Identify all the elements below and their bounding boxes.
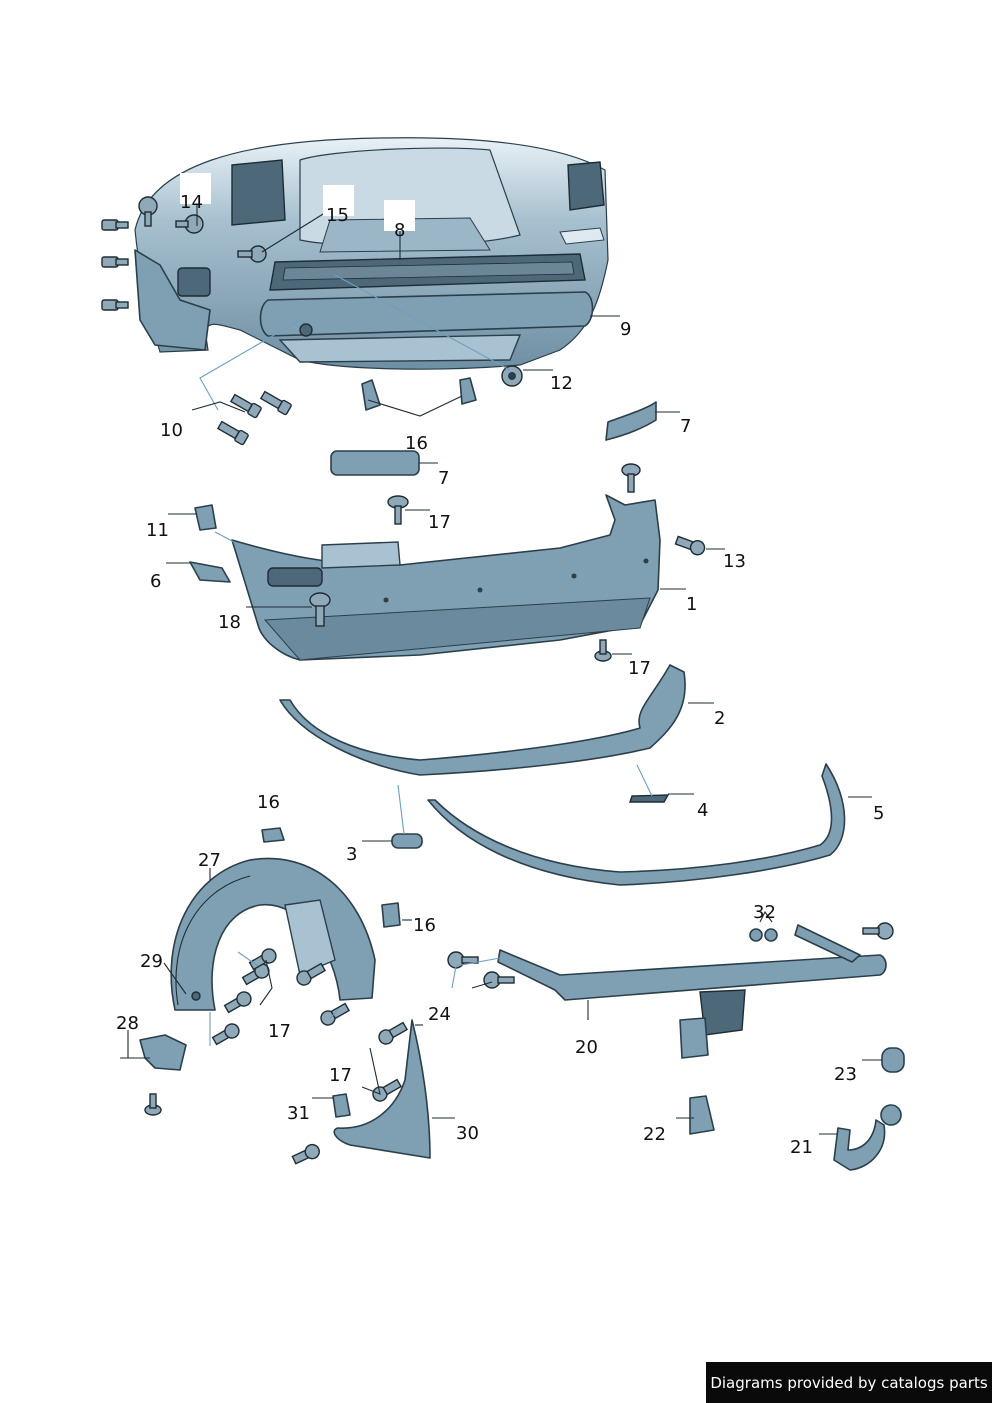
callout-31: 31 — [287, 1103, 310, 1124]
callout-28: 28 — [116, 1013, 139, 1034]
callout-3: 3 — [346, 844, 357, 865]
callout-15: 15 — [326, 205, 349, 226]
part-9-bumper-carrier — [259, 291, 594, 363]
callout-8: 8 — [394, 220, 405, 241]
callout-5: 5 — [873, 803, 884, 824]
callout-9: 9 — [620, 319, 631, 340]
callout-2: 2 — [714, 708, 725, 729]
bolt-group-top-left — [101, 196, 523, 387]
part-13-bolt — [674, 535, 706, 556]
label-boxes — [180, 173, 415, 231]
part-4-clip — [629, 794, 670, 803]
callout-7-center: 7 — [438, 468, 449, 489]
part-2-lower-spoiler — [279, 664, 686, 776]
part-23-ball-cap — [881, 1047, 905, 1073]
callout-14: 14 — [180, 192, 203, 213]
part-8-rear-panel-trim — [269, 253, 586, 291]
callout-18: 18 — [218, 612, 241, 633]
part-17-bolts-lower — [144, 948, 409, 1165]
part-3-clip — [391, 833, 423, 849]
part-18-bolt — [309, 592, 331, 627]
callout-1: 1 — [686, 594, 697, 615]
callout-4: 4 — [697, 800, 708, 821]
callout-20: 20 — [575, 1037, 598, 1058]
callout-labels: 14 15 8 9 12 10 7 16 7 17 11 13 6 1 18 1… — [116, 192, 884, 1158]
part-32-plugs — [749, 928, 778, 942]
part-21-tow-hook — [833, 1104, 902, 1171]
callout-17-lower-left: 17 — [268, 1021, 291, 1042]
callout-30: 30 — [456, 1123, 479, 1144]
part-28-bracket — [139, 1034, 187, 1071]
callout-22: 22 — [643, 1124, 666, 1145]
part-27-wheelhouse-liner — [170, 857, 376, 1011]
callout-29: 29 — [140, 951, 163, 972]
part-20-tow-bar — [497, 924, 887, 1059]
callout-21: 21 — [790, 1137, 813, 1158]
part-10-bolts — [216, 390, 292, 446]
part-7-trim-right — [605, 401, 657, 441]
callout-7-right: 7 — [680, 416, 691, 437]
footer-text: Diagrams provided by catalogs parts — [710, 1373, 988, 1392]
part-31-clip — [332, 1093, 351, 1118]
callout-27: 27 — [198, 850, 221, 871]
part-1-bumper-cover — [231, 494, 661, 661]
callout-16-mid: 16 — [257, 792, 280, 813]
callout-17-lower-center: 17 — [329, 1065, 352, 1086]
part-11-bracket — [194, 504, 217, 531]
callout-10: 10 — [160, 420, 183, 441]
diagram-credit-footer: Diagrams provided by catalogs parts — [706, 1362, 992, 1403]
callout-12: 12 — [550, 373, 573, 394]
part-30-mudflap — [333, 1019, 431, 1159]
part-5-trim-strip — [427, 763, 846, 886]
part-16-clips-lower — [261, 827, 401, 928]
part-22-socket-bracket — [689, 1095, 715, 1135]
part-6-reflector — [189, 561, 231, 583]
callout-23: 23 — [834, 1064, 857, 1085]
callout-11: 11 — [146, 520, 169, 541]
part-17-bolts-upper — [387, 463, 641, 662]
part-12-clips — [361, 377, 477, 411]
callout-17-top: 17 — [428, 512, 451, 533]
callout-24: 24 — [428, 1004, 451, 1025]
callout-6: 6 — [150, 571, 161, 592]
part-7-trim-center — [330, 450, 420, 476]
callout-16-top: 16 — [405, 433, 428, 454]
callout-13: 13 — [723, 551, 746, 572]
vehicle-rear-body — [134, 137, 609, 370]
leader-lines — [120, 203, 882, 1135]
callout-16-lower: 16 — [413, 915, 436, 936]
callout-17-mid: 17 — [628, 658, 651, 679]
callout-32: 32 — [753, 902, 776, 923]
